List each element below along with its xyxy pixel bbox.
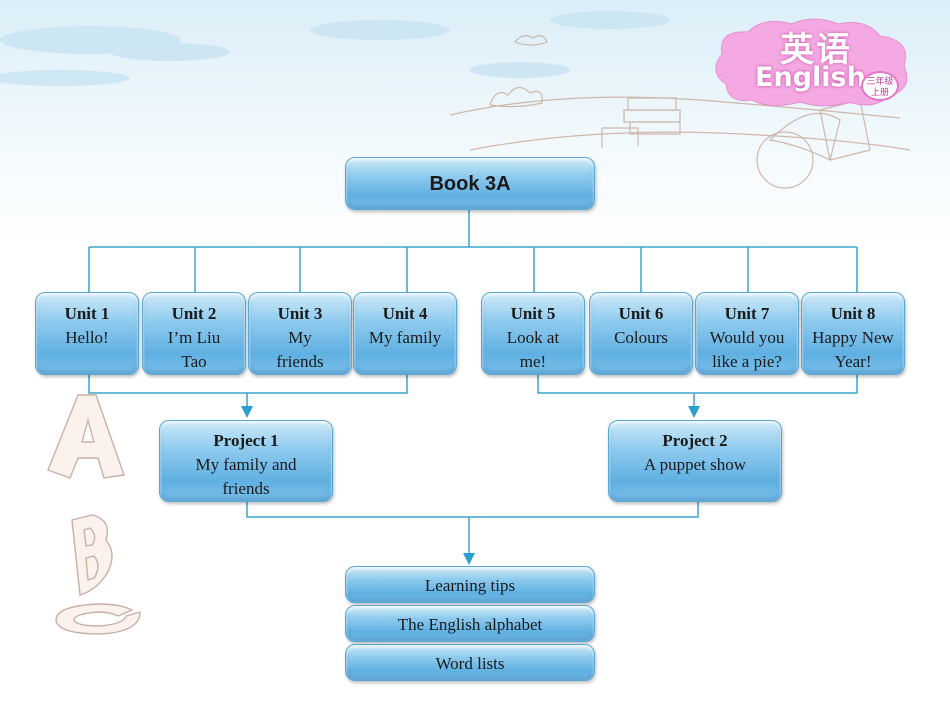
unit-5-line2: me! [519, 352, 547, 371]
grade-badge: 三年级 上册 [861, 71, 899, 101]
connector-units-5-8-join [537, 375, 858, 394]
unit-6-title: Unit 6 [618, 304, 664, 323]
unit-4-box: Unit 4 My family [353, 292, 457, 375]
unit-7-title: Unit 7 [724, 304, 770, 323]
arrow-appendix [463, 553, 475, 565]
unit-1-box: Unit 1 Hello! [35, 292, 139, 375]
project-1-title: Project 1 [213, 431, 279, 450]
unit-7-box: Unit 7 Would you like a pie? [695, 292, 799, 375]
project-1-line2: friends [222, 479, 270, 498]
unit-3-title: Unit 3 [277, 304, 323, 323]
grade-badge-line1: 三年级 [866, 77, 894, 87]
letter-a-sketch [47, 394, 125, 479]
unit-7-line1: Would you [709, 328, 785, 347]
unit-8-box: Unit 8 Happy New Year! [801, 292, 905, 375]
connector-projects-join [246, 502, 699, 518]
letter-c-sketch [55, 603, 141, 635]
unit-4-line1: My family [368, 328, 442, 347]
grade-badge-line2: 上册 [870, 88, 889, 98]
project-1-line1: My family and [195, 455, 297, 474]
unit-2-title: Unit 2 [171, 304, 217, 323]
unit-5-box: Unit 5 Look at me! [481, 292, 585, 375]
english-alphabet-box: The English alphabet [345, 605, 595, 642]
project-2-title: Project 2 [662, 431, 728, 450]
unit-1-line1: Hello! [65, 328, 109, 347]
unit-7-line2: like a pie? [712, 352, 782, 371]
unit-2-line1: I’m Liu [167, 328, 221, 347]
unit-2-box: Unit 2 I’m Liu Tao [142, 292, 246, 375]
unit-1-title: Unit 1 [64, 304, 110, 323]
letter-b-sketch [71, 514, 113, 596]
project-2-box: Project 2 A puppet show [608, 420, 782, 502]
logo-cloud [715, 18, 908, 107]
word-lists-box: Word lists [345, 644, 595, 681]
unit-4-title: Unit 4 [382, 304, 428, 323]
project-1-box: Project 1 My family and friends [159, 420, 333, 502]
unit-5-line1: Look at [506, 328, 560, 347]
unit-3-line1: My [288, 328, 312, 347]
logo-english-title: English [755, 62, 866, 93]
unit-8-line2: Year! [834, 352, 872, 371]
unit-2-line2: Tao [181, 352, 207, 371]
unit-3-line2: friends [276, 352, 324, 371]
unit-8-line1: Happy New [812, 328, 894, 347]
book-3a-box: Book 3A [345, 157, 595, 210]
learning-tips-box: Learning tips [345, 566, 595, 603]
landscape-sketch [449, 35, 911, 189]
sky-clouds [0, 11, 670, 86]
logo-chinese-title: 英语 [780, 30, 852, 70]
connector-units-1-4-join [88, 375, 408, 394]
project-2-line1: A puppet show [644, 455, 746, 474]
unit-3-box: Unit 3 My friends [248, 292, 352, 375]
unit-8-title: Unit 8 [830, 304, 876, 323]
unit-6-line1: Colours [614, 328, 668, 347]
unit-6-box: Unit 6 Colours [589, 292, 693, 375]
arrow-project-1 [241, 406, 253, 418]
arrow-project-2 [688, 406, 700, 418]
unit-5-title: Unit 5 [510, 304, 556, 323]
